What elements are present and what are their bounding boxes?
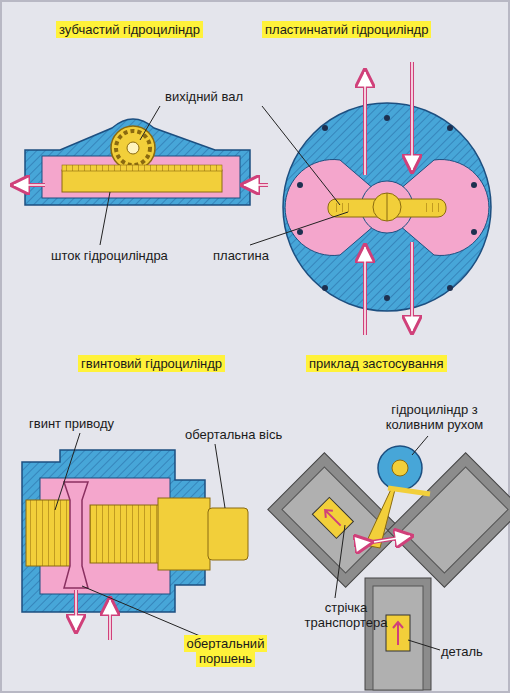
label-text: обертальна вісь — [182, 426, 285, 443]
part-label: деталь — [438, 644, 498, 659]
label-text: зубчастий гідроциліндр — [56, 21, 203, 38]
label-text: гідроциліндр з коливним рухом — [383, 401, 487, 433]
label-text: стрічка транспортера — [302, 599, 391, 631]
panel-title: пластинчатий гідроциліндр — [262, 22, 482, 37]
leader-lines — [55, 106, 440, 650]
label-text: приклад застосування — [306, 355, 447, 372]
label-text: пластина — [210, 247, 272, 264]
label-text: обертальний поршень — [184, 635, 268, 667]
label-text: пластинчатий гідроциліндр — [262, 21, 431, 38]
label-text: гвинтовий гідроциліндр — [78, 355, 225, 372]
label-text: шток гідроциліндра — [48, 247, 171, 264]
part-label: стрічка транспортера — [296, 600, 396, 630]
part-label: гвинт приводу — [26, 416, 146, 431]
vane-cylinder — [283, 62, 491, 335]
label-text: вихідний вал — [162, 88, 246, 105]
label-text: деталь — [438, 643, 486, 660]
gear-cylinder — [12, 119, 268, 205]
part-label: вихідний вал — [162, 89, 272, 104]
part-label: обертальний поршень — [178, 636, 273, 666]
screw-cylinder — [22, 450, 248, 640]
panel-title: зубчастий гідроциліндр — [56, 22, 231, 37]
part-label: обертальна вісь — [182, 427, 312, 442]
conveyor-example — [268, 446, 510, 690]
panel-title: приклад застосування — [306, 356, 486, 371]
label-text: гвинт приводу — [26, 415, 117, 432]
part-label: гідроциліндр з коливним рухом — [372, 402, 497, 432]
part-label: пластина — [210, 248, 290, 263]
panel-title: гвинтовий гідроциліндр — [78, 356, 258, 371]
part-label: шток гідроциліндра — [48, 248, 208, 263]
